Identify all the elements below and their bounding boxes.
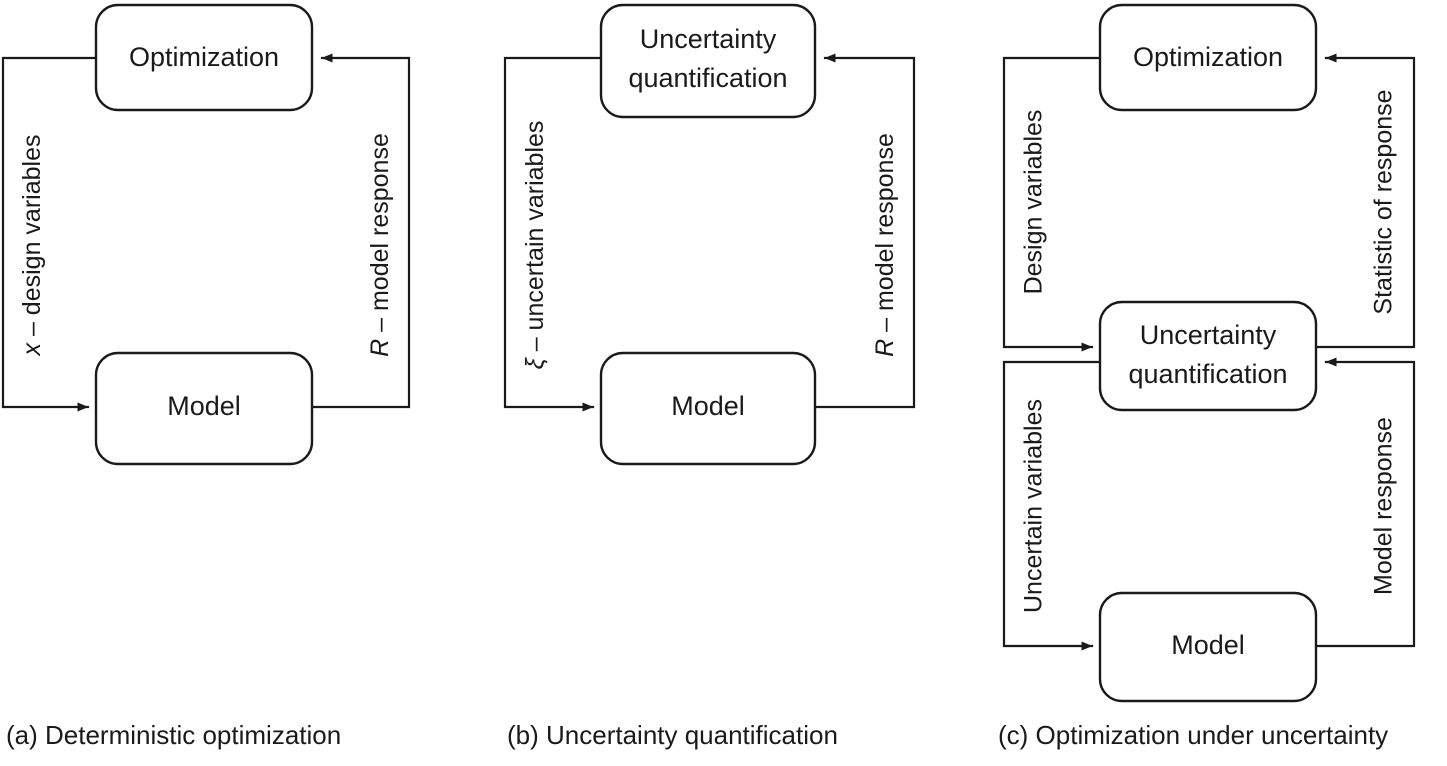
node-uncertainty-quantification-c[interactable]	[1098, 300, 1318, 412]
edge-label-uncertain-variables-symbol: ξ	[521, 356, 549, 369]
panel-c-diagram: Optimization Uncertainty quantification …	[1002, 3, 1416, 703]
edge-label-model-response-c: Model response	[1370, 417, 1398, 595]
edge-uncertain-variables-path	[503, 56, 603, 412]
node-optimization-c[interactable]	[1098, 3, 1318, 112]
node-model-b-label: Model	[671, 391, 745, 421]
node-uncertainty-quantification-c-line2: quantification	[1128, 359, 1287, 389]
caption-row: (a) Deterministic optimization (b) Uncer…	[0, 718, 1447, 766]
edge-label-model-response-b-text: – model response	[871, 133, 899, 339]
edge-label-design-variables-c: Design variables	[1020, 110, 1048, 295]
node-uncertainty-quantification-b-line1: Uncertainty	[640, 24, 777, 54]
node-model-c[interactable]	[1098, 591, 1318, 703]
edge-label-model-response-a: R – model response	[366, 133, 394, 357]
edge-label-model-response-a-text: – model response	[366, 133, 394, 339]
caption-panel-c: (c) Optimization under uncertainty	[998, 720, 1389, 750]
node-optimization-a[interactable]	[94, 3, 314, 112]
node-model-a[interactable]	[94, 351, 314, 466]
edge-label-uncertain-variables-text: – uncertain variables	[521, 121, 549, 359]
node-model-a-label: Model	[167, 391, 241, 421]
edge-statistic-of-response-path	[1314, 53, 1416, 349]
node-model-c-label: Model	[1171, 630, 1245, 660]
edge-design-variables-path	[1, 56, 98, 412]
edge-label-uncertain-variables-c: Uncertain variables	[1020, 399, 1048, 613]
node-uncertainty-quantification-b[interactable]	[599, 3, 817, 119]
edge-model-response-c-path	[1314, 357, 1416, 648]
edge-label-statistic-of-response: Statistic of response	[1370, 89, 1398, 314]
edge-label-model-response-a-symbol: R	[366, 339, 394, 357]
node-uncertainty-quantification-c-line1: Uncertainty	[1140, 320, 1277, 350]
caption-panel-a: (a) Deterministic optimization	[6, 720, 342, 750]
panel-b-diagram: Uncertainty quantification Model ξ – unc…	[503, 3, 916, 466]
edge-uncertain-variables-c-path	[1002, 360, 1102, 651]
node-model-b[interactable]	[599, 351, 817, 466]
edge-label-model-response-b-symbol: R	[871, 339, 899, 357]
edge-label-design-variables-text: – design variables	[18, 135, 46, 343]
edge-label-design-variables-symbol: x	[18, 341, 46, 356]
panel-a-diagram: Optimization Model x – design variables …	[1, 3, 411, 466]
edge-design-variables-c-path	[1002, 56, 1102, 352]
edge-label-model-response-b: R – model response	[871, 133, 899, 357]
edge-model-response-path	[310, 53, 411, 409]
edge-label-design-variables: x – design variables	[18, 135, 46, 357]
node-optimization-c-label: Optimization	[1133, 42, 1283, 72]
node-optimization-a-label: Optimization	[129, 42, 279, 72]
node-uncertainty-quantification-b-line2: quantification	[628, 63, 787, 93]
edge-model-response-b-path	[813, 53, 916, 409]
caption-panel-b: (b) Uncertainty quantification	[507, 720, 838, 750]
edge-label-uncertain-variables: ξ – uncertain variables	[521, 121, 549, 370]
